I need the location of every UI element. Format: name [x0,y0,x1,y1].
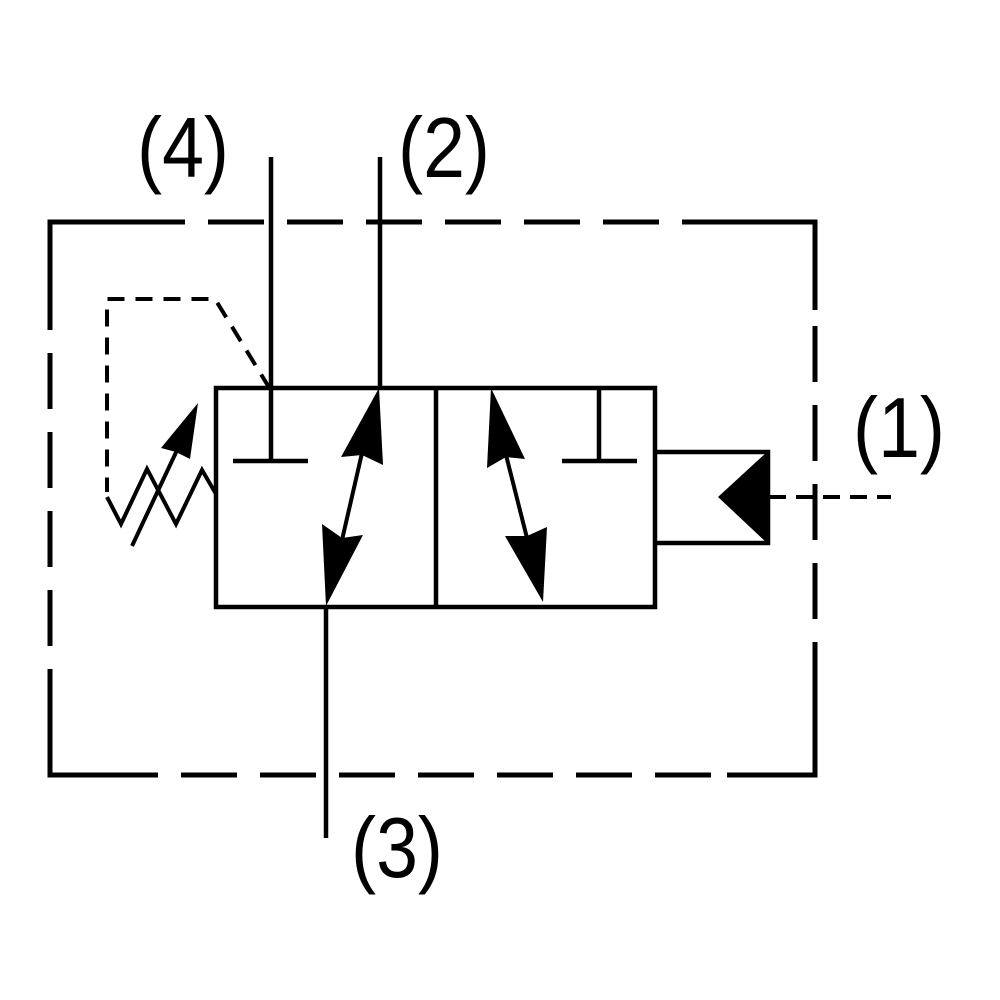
left-arrow-shaft [340,452,364,541]
port2-label: (2) [398,101,490,196]
adjust-arrow-shaft [130,445,181,547]
port1-label: (1) [853,381,945,476]
adjust-arrow-head [161,403,198,459]
boundary-corner-top-right [727,219,818,310]
pilot-line-dashed [105,297,272,492]
port3-label: (3) [351,801,443,896]
boundary-corner-bottom-left [47,687,138,778]
valve-body [213,385,658,610]
pilot-actuator-box [655,449,771,546]
component-boundary [47,219,818,778]
right-box-flow-arrow-icon [487,388,547,602]
right-arrow-shaft [504,454,529,539]
boundary-corner-bottom-right [727,687,818,778]
adjustable-spring-icon [105,403,218,547]
spring-zigzag [105,464,218,529]
right-arrow-head-up [487,388,525,468]
boundary-dashed-rect [47,219,818,778]
port4-connection [233,157,308,464]
left-box-flow-arrow-icon [322,388,383,606]
right-arrow-head-down [505,527,547,602]
left-arrow-head-up [341,388,383,465]
boundary-corner-top-left [47,219,138,310]
right-box-blocked-tee [562,388,637,464]
port4-label: (4) [137,101,229,196]
pilot-actuator [655,449,891,546]
left-arrow-head-down [322,524,363,606]
pilot-triangle-icon [718,452,767,543]
